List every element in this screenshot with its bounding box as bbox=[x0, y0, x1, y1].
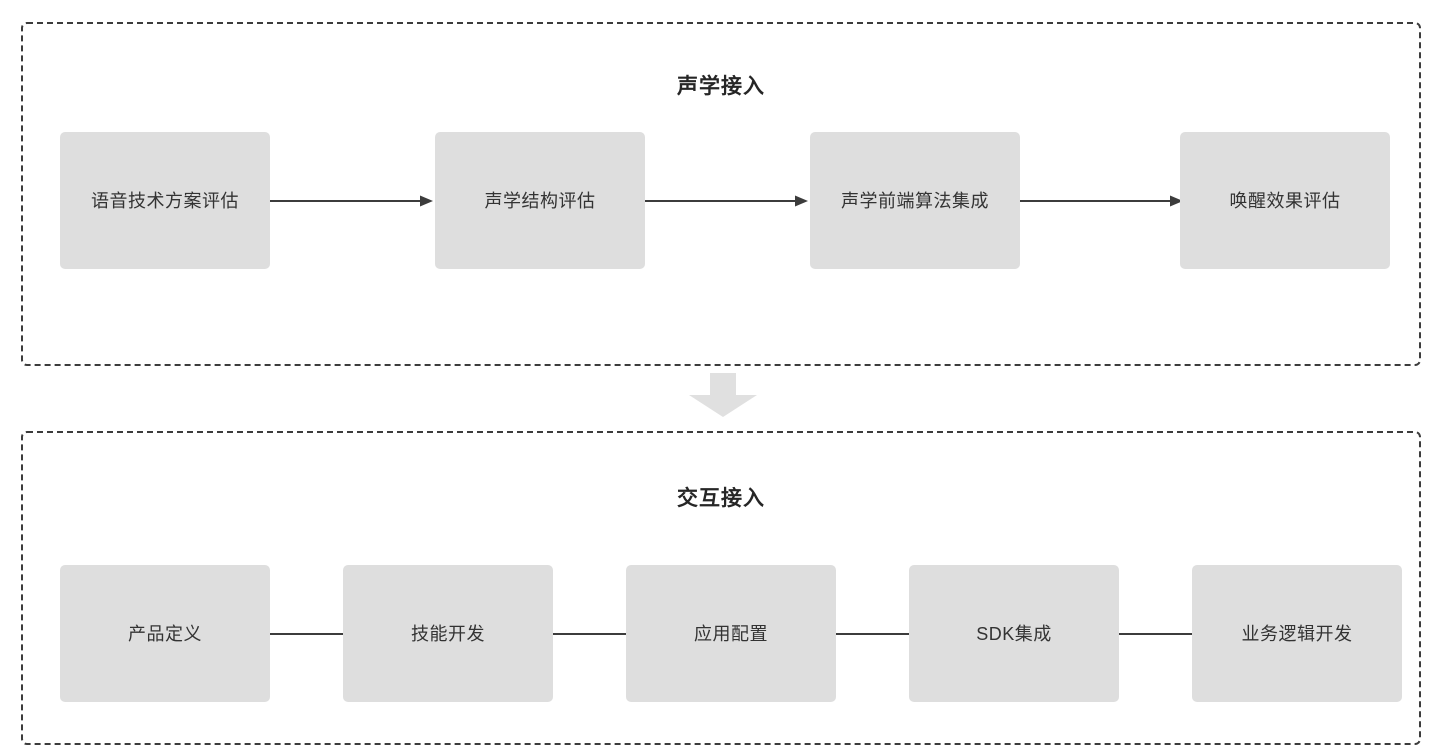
node-product-definition[interactable]: 产品定义 bbox=[60, 565, 270, 702]
node-sdk-integration[interactable]: SDK集成 bbox=[909, 565, 1119, 702]
group-acoustic-title: 声学接入 bbox=[677, 75, 765, 98]
node-label: 唤醒效果评估 bbox=[1229, 190, 1341, 211]
node-business-logic-development[interactable]: 业务逻辑开发 bbox=[1192, 565, 1402, 702]
node-voice-tech-evaluation[interactable]: 语音技术方案评估 bbox=[60, 132, 270, 269]
node-skill-development[interactable]: 技能开发 bbox=[343, 565, 553, 702]
node-label: SDK集成 bbox=[976, 623, 1052, 644]
connector-arrow-3 bbox=[1020, 193, 1185, 209]
node-label: 技能开发 bbox=[411, 623, 485, 644]
group-acoustic-access: 声学接入 语音技术方案评估 声学结构评估 声学前端算法集成 bbox=[21, 22, 1421, 366]
connector-arrow-1 bbox=[270, 193, 435, 209]
group-interaction-access: 交互接入 产品定义 技能开发 应用配置 bbox=[21, 431, 1421, 745]
node-label: 语音技术方案评估 bbox=[91, 190, 239, 211]
node-application-configuration[interactable]: 应用配置 bbox=[626, 565, 836, 702]
node-acoustic-frontend-algorithm-integration[interactable]: 声学前端算法集成 bbox=[810, 132, 1020, 269]
node-label: 声学结构评估 bbox=[484, 190, 596, 211]
node-label: 业务逻辑开发 bbox=[1241, 623, 1353, 644]
node-label: 产品定义 bbox=[128, 623, 202, 644]
node-wakeup-effect-evaluation[interactable]: 唤醒效果评估 bbox=[1180, 132, 1390, 269]
node-label: 声学前端算法集成 bbox=[841, 190, 989, 211]
down-arrow-icon bbox=[689, 373, 757, 417]
connector-arrow-2 bbox=[645, 193, 810, 209]
node-acoustic-structure-evaluation[interactable]: 声学结构评估 bbox=[435, 132, 645, 269]
group-interaction-title: 交互接入 bbox=[677, 487, 765, 510]
node-label: 应用配置 bbox=[694, 623, 768, 644]
